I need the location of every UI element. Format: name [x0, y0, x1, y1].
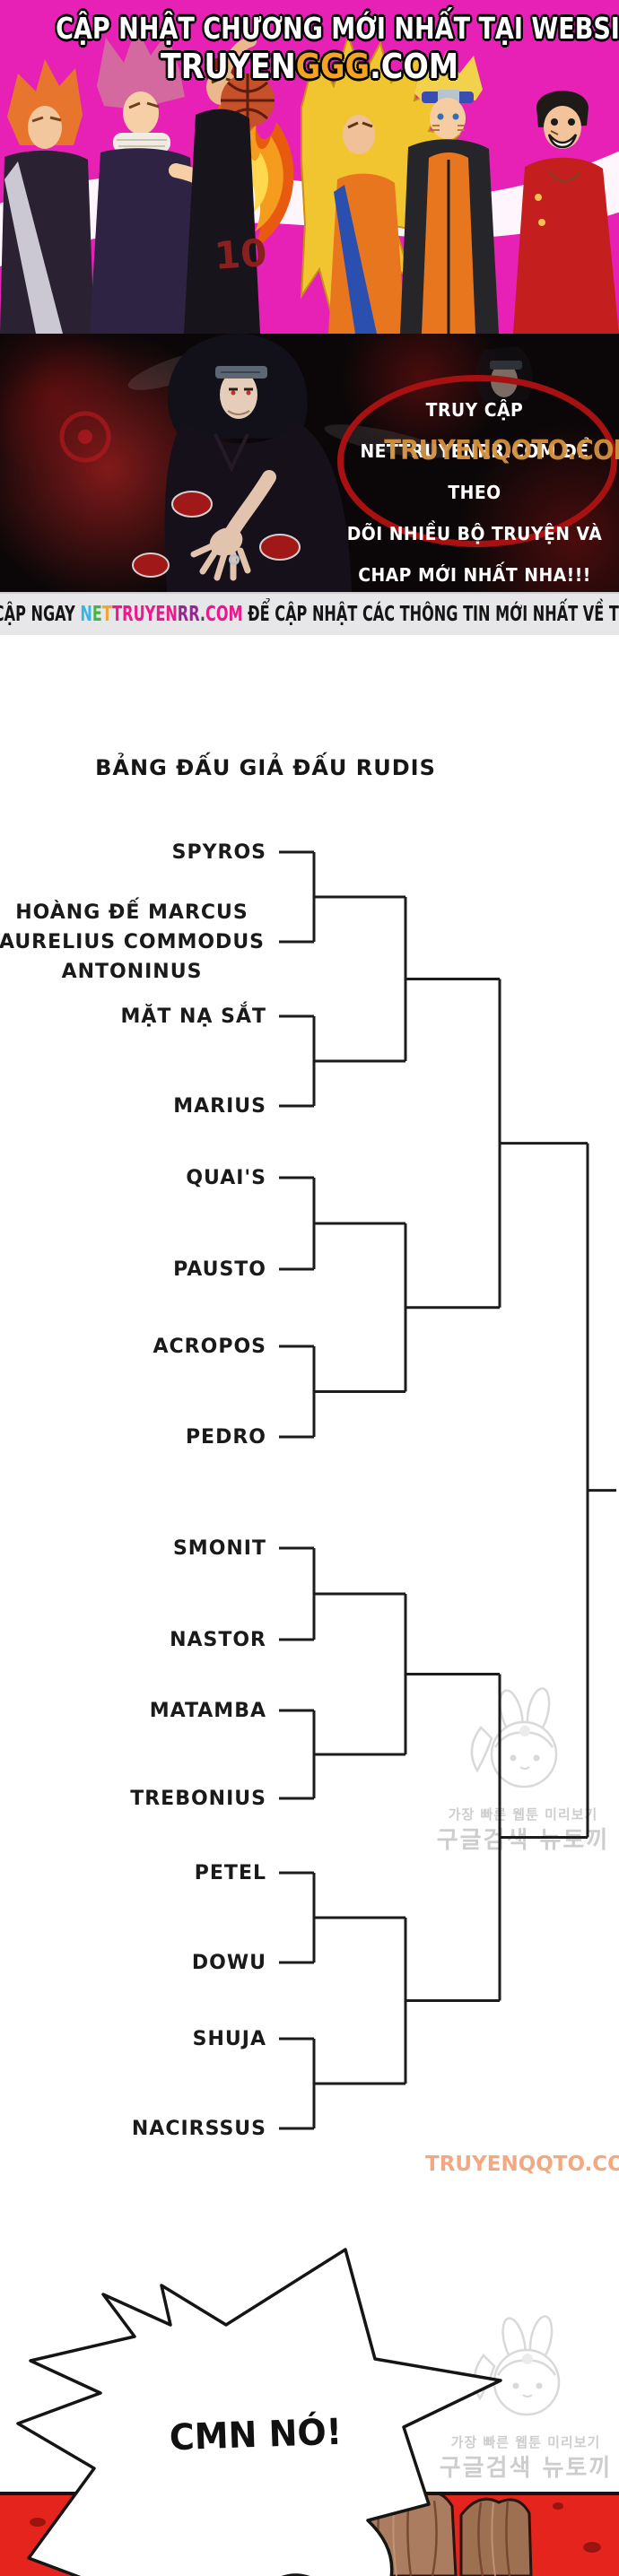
bracket-player-name: SMONIT: [172, 1536, 266, 1560]
bunny-mascot-icon: [473, 2315, 561, 2416]
bracket-player-name: NACIRSSUS: [131, 2117, 266, 2140]
notice-site-letter: T: [111, 603, 122, 626]
notice-site-letter: N: [165, 603, 178, 626]
top-banner-line2-part: .COM: [370, 47, 459, 86]
notice-site-letter: N: [80, 603, 92, 626]
bracket-player-name: ACROPOS: [153, 1335, 266, 1358]
korean-watermark-line2: 구글검색 뉴토끼: [439, 2455, 613, 2482]
top-banner-line2-part: GGG: [295, 47, 371, 86]
red-circle-annotation: [337, 375, 617, 547]
ring-text: TRUY CẬP NETTRUYENRR.COM ĐỂ THEO DÕI NHI…: [339, 389, 611, 592]
bunny-mascot-icon: [470, 1687, 558, 1788]
bracket-player-name: PETEL: [194, 1861, 266, 1884]
bracket-title: BẢNG ĐẤU GIẢ ĐẤU RUDIS: [95, 755, 436, 781]
notice-site-letter: Y: [144, 603, 156, 626]
ring-text-line: TRUY CẬP: [425, 399, 524, 421]
notice-site-letter: C: [205, 603, 216, 626]
top-banner-line2-part: TRUYEN: [160, 47, 296, 86]
bracket-player-name: TREBONIUS: [130, 1787, 266, 1810]
notice-site-letter: E: [92, 603, 102, 626]
character-natsu: [90, 27, 231, 334]
watermark-truyenqqto: TRUYENQQTO.COM: [425, 2153, 619, 2176]
bracket-player-name: QUAI'S: [186, 1166, 266, 1189]
notice-site-letter: R: [177, 603, 188, 626]
ring-text-line: DÕI NHIỀU BỘ TRUYỆN VÀ: [346, 523, 603, 544]
bracket-player-name: SPYROS: [171, 840, 266, 864]
notice-site-name: NETTRUYENRR.COM: [80, 603, 242, 626]
manga-panel: [0, 2489, 619, 2576]
bracket-player-name: PAUSTO: [173, 1258, 266, 1281]
notice-suffix: ĐỂ CẬP NHẬT CÁC THÔNG TIN MỚI NHẤT VỀ TR…: [247, 603, 619, 626]
korean-watermark-line2: 구글검색 뉴토끼: [436, 1827, 610, 1854]
notice-bar: TRUY CẬP NGAY NETTRUYENRR.COM ĐỂ CẬP NHẬ…: [0, 592, 619, 635]
ring-text-line: CHAP MỚI NHẤT NHA!!!: [358, 564, 591, 586]
character-ichigo: [0, 59, 94, 334]
itachi-art: [0, 334, 619, 592]
character-luffy: [513, 91, 619, 334]
notice-site-letter: T: [101, 603, 112, 626]
notice-site-letter: O: [215, 603, 229, 626]
notice-prefix: TRUY CẬP NGAY: [0, 603, 75, 626]
notice-site-letter: .: [199, 603, 205, 626]
notice-site-letter: R: [187, 603, 200, 626]
korean-watermark-line1: 가장 빠른 웹툰 미리보기: [448, 1806, 598, 1823]
promo-banner-top: 10: [0, 0, 619, 334]
character-naruto: [400, 50, 499, 334]
top-banner-line1: CẬP NHẬT CHƯƠNG MỚI NHẤT TẠI WEBSITE: [56, 11, 619, 46]
notice-site-letter: R: [121, 603, 134, 626]
character-goku: [300, 32, 462, 334]
bracket-player-name: DOWU: [191, 1951, 266, 1974]
notice-site-letter: U: [133, 603, 145, 626]
notice-text: TRUY CẬP NGAY NETTRUYENRR.COM ĐỂ CẬP NHẬ…: [0, 603, 619, 626]
bracket-player-name: SHUJA: [192, 2027, 266, 2050]
manga-panel-art: [0, 2489, 619, 2576]
bracket-player-name: NASTOR: [170, 1628, 266, 1651]
bracket-player-name: MẶT NẠ SẮT: [120, 1005, 266, 1028]
speech-bubble-text: CMN NÓ!: [169, 2411, 343, 2459]
anime-characters-art: 10: [0, 0, 619, 334]
bracket-player-name: MATAMBA: [149, 1699, 266, 1722]
svg-text:10: 10: [213, 231, 268, 278]
bracket-player-name: PEDRO: [185, 1425, 266, 1449]
notice-site-letter: M: [228, 603, 243, 626]
ring-text-line: NETTRUYENRR.COM ĐỂ THEO: [360, 440, 589, 503]
watermark-truyenqoto: TRUYENQOTO.COM: [384, 435, 619, 466]
top-banner-line2: TRUYENGGG.COM: [37, 47, 581, 86]
bracket-player-name: MARIUS: [173, 1094, 266, 1118]
korean-watermark-line1: 가장 빠른 웹툰 미리보기: [450, 2434, 601, 2450]
notice-site-letter: E: [155, 603, 166, 626]
character-basketball: 10: [184, 36, 275, 334]
promo-banner-dark: TRUY CẬP NETTRUYENRR.COM ĐỂ THEO DÕI NHI…: [0, 334, 619, 592]
